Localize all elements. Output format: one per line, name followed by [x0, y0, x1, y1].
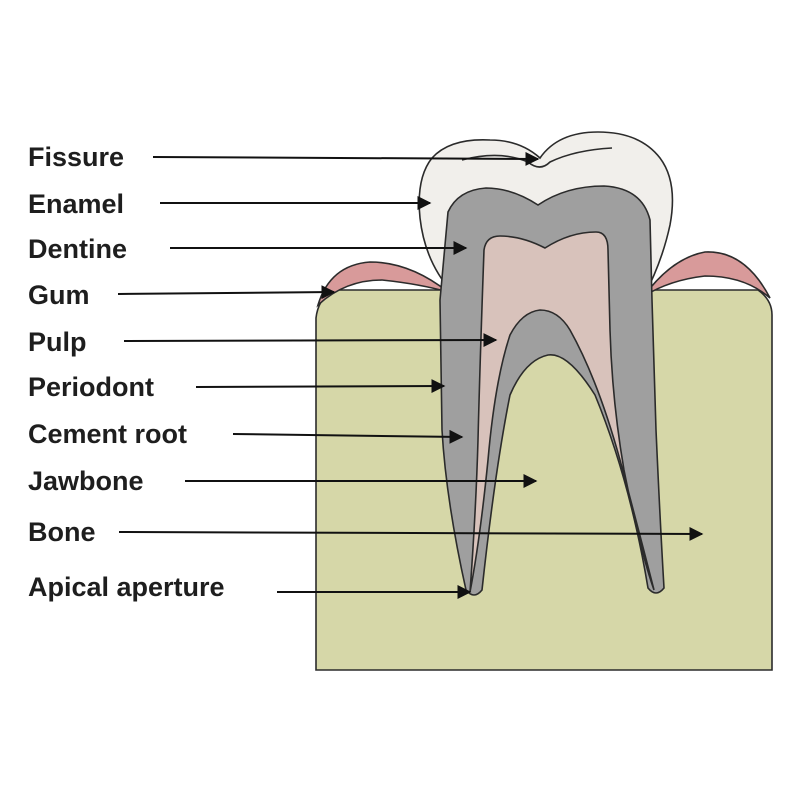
- label-jawbone: Jawbone: [28, 466, 144, 496]
- label-bone: Bone: [28, 517, 96, 547]
- label-gum: Gum: [28, 280, 90, 310]
- label-enamel: Enamel: [28, 189, 124, 219]
- gum-right: [643, 251, 771, 299]
- label-fissure: Fissure: [28, 142, 124, 172]
- label-pulp: Pulp: [28, 327, 87, 357]
- arrow-periodont: [195, 379, 446, 394]
- arrow-cement-root: [232, 429, 464, 444]
- arrow-fissure: [152, 151, 540, 166]
- pulp: [469, 231, 655, 593]
- arrow-gum: [117, 285, 336, 300]
- fissure-groove: [461, 147, 613, 168]
- arrow-bone: [118, 526, 704, 541]
- label-apical-aperture: Apical aperture: [28, 572, 225, 602]
- label-dentine: Dentine: [28, 234, 127, 264]
- label-periodont: Periodont: [28, 372, 154, 402]
- arrow-pulp: [123, 333, 498, 348]
- label-cement-root: Cement root: [28, 419, 187, 449]
